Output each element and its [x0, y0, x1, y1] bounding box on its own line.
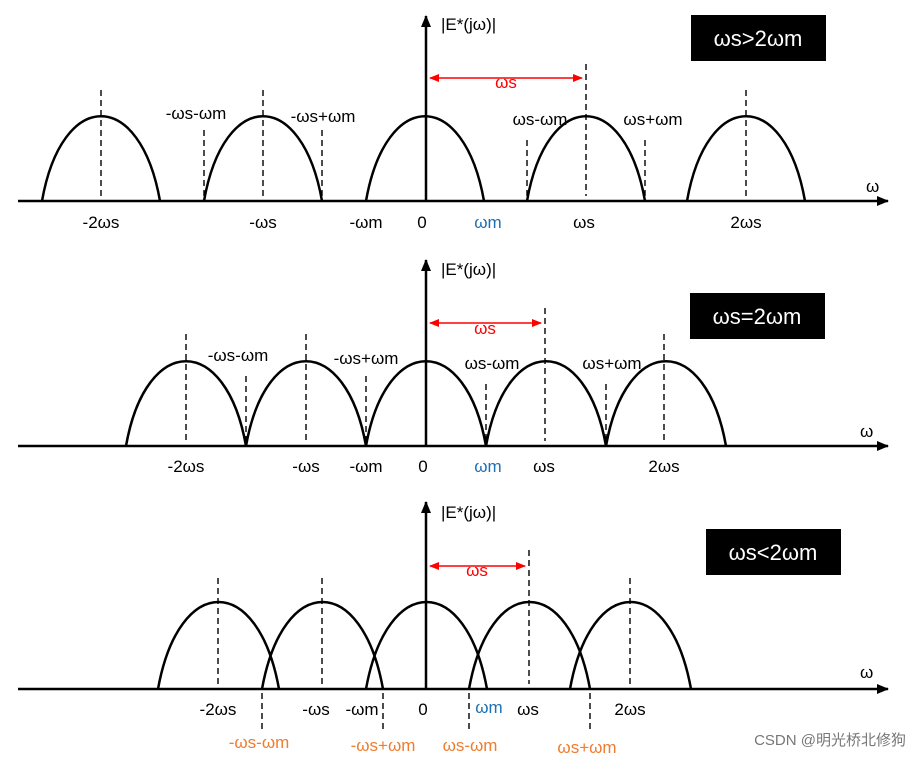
spectrum-arch: [244, 360, 368, 447]
tick-label: -2ωs: [200, 700, 237, 719]
condition-label: ωs<2ωm: [729, 540, 818, 565]
tick-label: -2ωs: [168, 457, 205, 476]
spectrum-arch: [124, 360, 248, 447]
tick-label: ωm: [475, 698, 502, 717]
condition-label: ωs=2ωm: [713, 304, 802, 329]
tick-label: 2ωs: [614, 700, 645, 719]
tick-label: -ωm: [345, 700, 378, 719]
panel-aliasing: ωs |E*(jω)| ω ωs<2ωm -2ωs -ωs -ωm 0 ωm ω…: [18, 501, 889, 757]
band-edge-label: -ωs-ωm: [208, 346, 269, 365]
guide-lines: [217, 550, 631, 731]
tick-label: -ωs: [302, 700, 329, 719]
band-edge-label: ωs-ωm: [443, 736, 498, 755]
tick-label: ωm: [474, 457, 501, 476]
band-edge-labels: -ωs-ωm -ωs+ωm ωs-ωm ωs+ωm: [208, 346, 642, 373]
spectrum-arch: [260, 600, 385, 690]
x-axis-label: ω: [860, 663, 873, 682]
tick-label: ωs: [533, 457, 555, 476]
band-edge-label: ωs-ωm: [465, 354, 520, 373]
spectrum-arch: [604, 360, 728, 447]
spectrum-arch: [484, 360, 608, 447]
spectrum-arch: [40, 115, 162, 202]
x-axis-label: ω: [860, 422, 873, 441]
tick-label: 0: [418, 700, 427, 719]
tick-label: ωs: [517, 700, 539, 719]
tick-label: 0: [417, 213, 426, 232]
y-axis-label: |E*(jω)|: [441, 15, 496, 34]
spectrum-arches: [40, 115, 807, 202]
tick-label: 2ωs: [730, 213, 761, 232]
tick-label: -ωm: [349, 213, 382, 232]
band-edge-label: -ωs+ωm: [291, 107, 356, 126]
panel-oversampled: ωs |E*(jω)| ω ωs>2ωm -2ωs -ωs -ωm 0 ωm ω…: [18, 15, 889, 232]
spectrum-arches: [156, 600, 693, 690]
tick-label: -ωs: [249, 213, 276, 232]
tick-label: 2ωs: [648, 457, 679, 476]
tick-label: -ωs: [292, 457, 319, 476]
sampling-period-label: ωs: [466, 561, 488, 580]
band-edge-label: -ωs+ωm: [334, 349, 399, 368]
tick-label: 0: [418, 457, 427, 476]
band-edge-label: -ωs-ωm: [229, 733, 290, 752]
tick-labels: -2ωs -ωs -ωm 0 ωm ωs 2ωs: [168, 457, 680, 476]
tick-label: -2ωs: [83, 213, 120, 232]
spectrum-arch: [685, 115, 807, 202]
band-edge-label: -ωs+ωm: [351, 736, 416, 755]
condition-box: [691, 15, 826, 61]
condition-label: ωs>2ωm: [714, 26, 803, 51]
sampling-period-label: ωs: [474, 319, 496, 338]
band-edge-labels: -ωs-ωm -ωs+ωm ωs-ωm ωs+ωm: [166, 104, 683, 129]
tick-label: ωm: [474, 213, 501, 232]
band-edge-label: -ωs-ωm: [166, 104, 227, 123]
y-axis-label: |E*(jω)|: [441, 260, 496, 279]
watermark: CSDN @明光桥北修狗: [754, 732, 906, 749]
tick-labels: -2ωs -ωs -ωm 0 ωm ωs 2ωs: [200, 698, 646, 719]
panel-critical: ωs |E*(jω)| ω ωs=2ωm -2ωs -ωs -ωm 0 ωm ω…: [18, 259, 889, 476]
x-axis-label: ω: [866, 177, 879, 196]
tick-label: ωs: [573, 213, 595, 232]
band-edge-label: ωs-ωm: [513, 110, 568, 129]
band-edge-labels: -ωs-ωm -ωs+ωm ωs-ωm ωs+ωm: [229, 733, 617, 757]
condition-box: [706, 529, 841, 575]
band-edge-label: ωs+ωm: [582, 354, 641, 373]
spectrum-arch: [202, 115, 324, 202]
tick-labels: -2ωs -ωs -ωm 0 ωm ωs 2ωs: [83, 213, 762, 232]
spectrum-arch: [156, 600, 281, 690]
band-edge-label: ωs+ωm: [623, 110, 682, 129]
band-edge-label: ωs+ωm: [557, 738, 616, 757]
tick-label: -ωm: [349, 457, 382, 476]
y-axis-label: |E*(jω)|: [441, 503, 496, 522]
sampling-period-label: ωs: [495, 73, 517, 92]
condition-box: [690, 293, 825, 339]
guide-lines: [185, 308, 665, 441]
guide-lines: [100, 64, 747, 196]
